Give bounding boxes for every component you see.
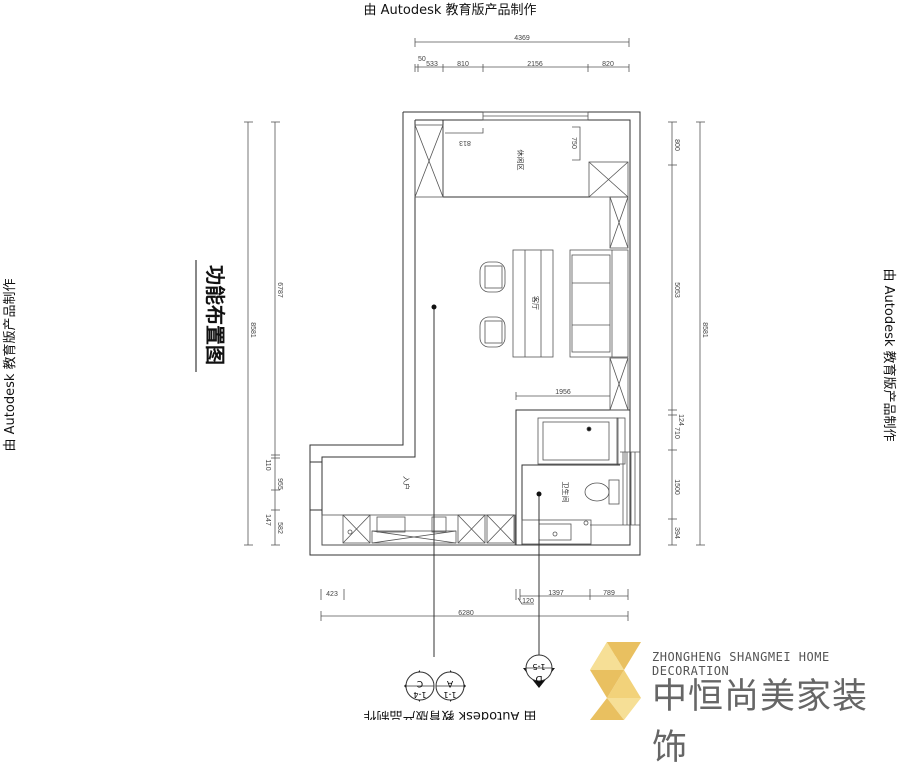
walls — [309, 111, 641, 556]
dim-bottom-d: 789 — [603, 590, 615, 597]
cabinets — [321, 124, 629, 546]
floor-plan: 由 Autodesk 教育版产品制作 由 Autodesk 教育版产品制作 由 … — [2, 2, 897, 720]
dim-right-c: 124 — [677, 414, 684, 426]
dim-right — [668, 121, 705, 546]
room-label-entry: 入户 — [402, 476, 411, 490]
bathtub — [537, 417, 619, 465]
dim-bottom-total: 6280 — [458, 610, 474, 617]
dim-813: 813 — [459, 139, 471, 146]
dim-right-b: 5053 — [673, 282, 680, 298]
watermark-right: 由 Autodesk 教育版产品制作 — [881, 269, 897, 442]
dim-right-f: 394 — [673, 527, 680, 539]
dim-left-b: 110 — [264, 459, 271, 470]
bathroom-fixtures — [521, 417, 640, 545]
toilet — [584, 482, 610, 502]
dim-top-c: 810 — [457, 61, 469, 68]
svg-text:1-5: 1-5 — [532, 662, 545, 671]
svg-text:1-1: 1-1 — [443, 690, 456, 699]
dim-top — [414, 38, 630, 72]
armchair — [479, 261, 506, 293]
svg-text:C: C — [417, 678, 423, 688]
dim-left-d: 147 — [264, 514, 271, 526]
room-label-leisure: 休闲区 — [516, 150, 525, 171]
watermark-bottom: 由 Autodesk 教育版产品制作 — [364, 708, 537, 720]
watermark-top: 由 Autodesk 教育版产品制作 — [364, 2, 537, 18]
living-furniture — [479, 249, 629, 358]
company-name-chinese: 中恒尚美家装饰 — [652, 677, 869, 768]
svg-text:1-4: 1-4 — [413, 690, 426, 699]
company-name-english: ZHONGHENG SHANGMEI HOME DECORATION — [652, 650, 830, 678]
dim-left-c: 955 — [276, 478, 283, 490]
dim-right-a: 800 — [673, 139, 680, 151]
armchair — [479, 316, 506, 348]
coffee-table — [512, 249, 554, 358]
section-marker-1-5: 1-5 D — [523, 654, 555, 688]
dim-750: 750 — [570, 137, 577, 149]
section-marker-1-4: C 1-4 — [404, 670, 435, 702]
dim-1956: 1956 — [555, 389, 571, 396]
dim-bottom-b: 120 — [522, 598, 534, 605]
dim-left-e: 582 — [276, 522, 283, 534]
section-lines — [431, 304, 542, 657]
dim-top-e: 820 — [602, 61, 614, 68]
svg-text:D: D — [535, 673, 542, 683]
dim-top-d: 2156 — [527, 61, 543, 68]
room-label-bathroom: 卫生间 — [561, 482, 570, 503]
dim-left — [244, 121, 280, 546]
steps — [590, 451, 640, 526]
vanity — [521, 519, 592, 545]
dim-top-a: 50 — [418, 56, 426, 63]
company-logo-mark — [590, 642, 641, 720]
dim-top-total: 4369 — [514, 35, 530, 42]
dim-bottom-a: 423 — [326, 591, 338, 598]
dim-right-e: 1500 — [673, 479, 680, 495]
dim-top-b: 533 — [426, 61, 438, 68]
dim-bottom — [320, 589, 629, 621]
dim-bottom-c: 1397 — [548, 590, 564, 597]
sofa — [569, 249, 629, 358]
dim-left-a: 6787 — [276, 282, 283, 298]
watermark-left: 由 Autodesk 教育版产品制作 — [2, 279, 18, 452]
dim-right-total: 8581 — [701, 322, 708, 338]
section-marker-1-1: A 1-1 — [435, 670, 466, 702]
dim-left-total: 8581 — [249, 322, 256, 338]
room-label-living: 客厅 — [531, 296, 540, 310]
svg-text:A: A — [446, 678, 453, 688]
dim-right-d: 710 — [673, 427, 680, 439]
drawing-title: 功能布置图 — [203, 265, 227, 365]
